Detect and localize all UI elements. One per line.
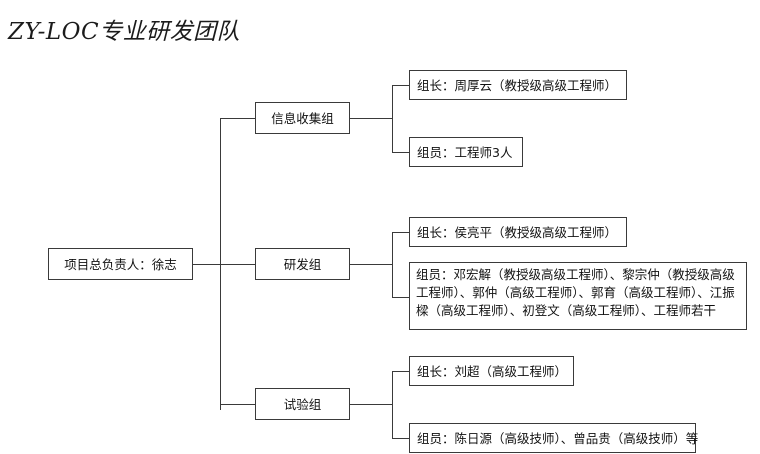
leaf-node-g2-leader[interactable]: 组长：侯亮平（教授级高级工程师） <box>409 217 627 247</box>
connector-group-2-stub <box>350 264 392 265</box>
connector-group-1-stub <box>350 118 392 119</box>
leaf-node-g3-members[interactable]: 组员：陈日源（高级技师）、曾品贵（高级技师）等 <box>409 423 698 453</box>
connector-group-1-branch-trunk <box>392 85 393 152</box>
leaf-node-g2-members[interactable]: 组员：邓宏解（教授级高级工程师）、黎宗仲（教授级高级工程师）、郭仲（高级工程师）… <box>409 262 747 330</box>
connector-group-1-child-2 <box>392 152 409 153</box>
group-node-3[interactable]: 试验组 <box>255 388 350 420</box>
connector-group-1-child-1 <box>392 85 409 86</box>
connector-group-2-child-1 <box>392 232 409 233</box>
connector-group-3-child-1 <box>392 371 409 372</box>
group-node-2[interactable]: 研发组 <box>255 248 350 280</box>
connector-group-2-child-2 <box>392 297 409 298</box>
root-node-project-lead[interactable]: 项目总负责人：徐志 <box>48 248 193 280</box>
connector-root-stub <box>193 264 220 265</box>
leaf-node-g1-members[interactable]: 组员：工程师3人 <box>409 137 523 167</box>
group-node-1[interactable]: 信息收集组 <box>255 102 350 134</box>
connector-trunk-to-group-3 <box>220 404 255 405</box>
leaf-node-g1-leader[interactable]: 组长：周厚云（教授级高级工程师） <box>409 70 627 100</box>
connector-group-3-stub <box>350 404 392 405</box>
connector-group-2-branch-trunk <box>392 232 393 297</box>
connector-group-3-branch-trunk <box>392 371 393 438</box>
leaf-node-g3-leader[interactable]: 组长：刘超（高级工程师） <box>409 356 574 386</box>
connector-trunk-to-group-2 <box>220 264 255 265</box>
connector-group-3-child-2 <box>392 438 409 439</box>
connector-trunk-to-group-1 <box>220 118 255 119</box>
page-title: ZY-LOC专业研发团队 <box>8 19 241 45</box>
